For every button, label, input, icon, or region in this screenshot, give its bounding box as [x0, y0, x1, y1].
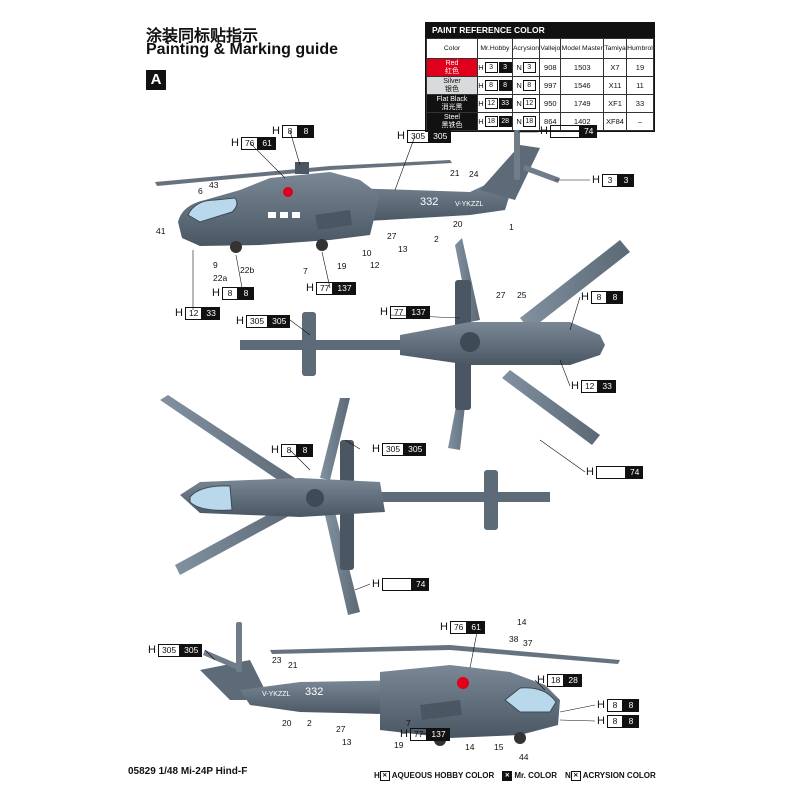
part-number: 27: [336, 724, 346, 734]
model-code: 05829 1/48 Mi-24P Hind-F: [128, 766, 248, 777]
part-number: 13: [342, 737, 352, 747]
part-number: 14: [465, 742, 475, 752]
part-number: 44: [519, 752, 529, 762]
part-number: 10: [362, 248, 372, 258]
part-number: 38: [509, 634, 519, 644]
paint-reference-table: PAINT REFERENCE COLOR Color Mr.Hobby Acr…: [425, 22, 655, 132]
part-number: 43: [209, 180, 219, 190]
part-number: 37: [523, 638, 533, 648]
top-view: [240, 238, 630, 450]
part-number: 6: [198, 186, 203, 196]
title-english: Painting & Marking guide: [146, 41, 339, 58]
part-number: 20: [282, 718, 292, 728]
part-number: 22a: [213, 273, 228, 283]
part-number: 19: [394, 740, 404, 750]
registration: V-YKZZL: [455, 201, 484, 208]
part-number: 21: [450, 168, 460, 178]
part-number: 2: [307, 718, 312, 728]
part-number: 7: [303, 266, 308, 276]
legend-item: N✕ACRYSION COLOR: [564, 771, 656, 781]
color-legend: H✕AQUEOUS HOBBY COLOR ✕Mr. COLOR N✕ACRYS…: [374, 771, 656, 781]
part-number: 1: [509, 222, 514, 232]
part-number: 24: [469, 169, 479, 179]
part-number: 27: [496, 290, 506, 300]
paint-reference-title: PAINT REFERENCE COLOR: [426, 23, 654, 38]
side-number-right: 332: [305, 686, 323, 698]
legend-item: H✕AQUEOUS HOBBY COLOR: [374, 771, 495, 781]
part-number: 23: [272, 655, 282, 665]
part-number: 21: [288, 660, 298, 670]
side-number: 332: [420, 196, 438, 208]
legend-item: ✕Mr. COLOR: [502, 771, 557, 781]
part-number: 9: [213, 260, 218, 270]
side-view-left: 332 V-YKZZL: [155, 130, 560, 253]
part-number: 12: [370, 260, 380, 270]
side-view-right: 332 V-YKZZL: [200, 622, 620, 746]
part-number: 13: [398, 244, 408, 254]
title-chinese: 涂装同标贴指示: [146, 26, 259, 45]
part-number: 14: [517, 617, 527, 627]
part-number: 25: [517, 290, 527, 300]
sheet-letter: A: [146, 70, 166, 90]
part-number: 2: [434, 234, 439, 244]
bottom-view: [160, 395, 550, 615]
part-number: 27: [387, 231, 397, 241]
part-number: 15: [494, 742, 504, 752]
part-number: 20: [453, 219, 463, 229]
part-number: 19: [337, 261, 347, 271]
part-number: 22b: [240, 265, 255, 275]
registration-right: V-YKZZL: [262, 691, 291, 698]
part-number: 7: [406, 718, 411, 728]
part-number: 41: [156, 226, 166, 236]
